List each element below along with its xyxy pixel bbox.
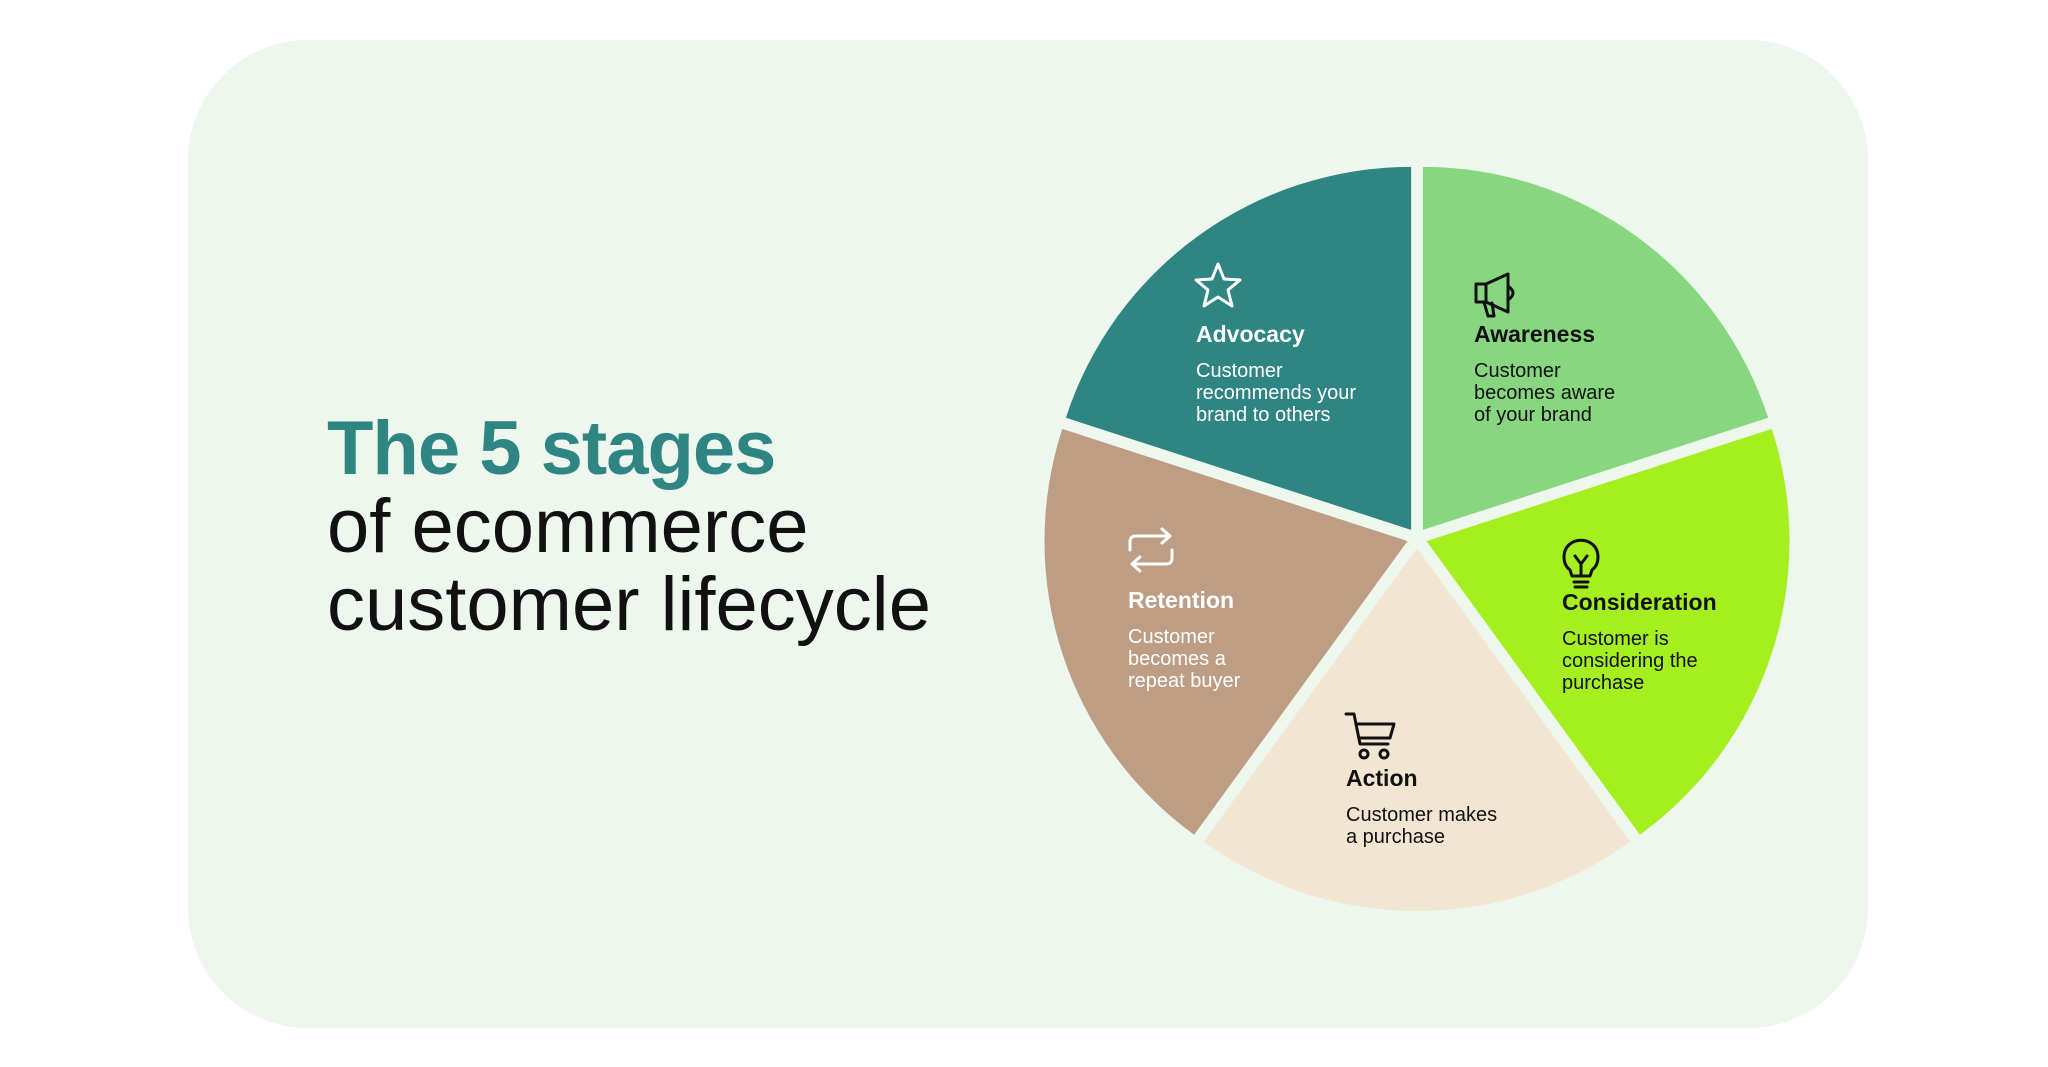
stage-desc-line: a purchase (1346, 826, 1445, 848)
title-line-2: of ecommerce (327, 484, 809, 569)
stage-label: Awareness (1474, 321, 1595, 347)
shopping-cart-icon (1344, 712, 1396, 760)
stage-awareness: Awareness Customer becomes aware of your… (1474, 272, 1615, 426)
stage-desc-line: brand to others (1196, 404, 1331, 426)
stage-desc-line: purchase (1562, 672, 1644, 694)
title-line-3: customer lifecycle (327, 562, 931, 647)
stage-desc-line: Customer (1474, 360, 1561, 382)
stage-desc-line: Customer (1128, 626, 1215, 648)
segment-awareness (1422, 166, 1769, 530)
stage-advocacy: Advocacy Customer recommends your brand … (1194, 262, 1356, 426)
stage-desc-line: becomes a (1128, 648, 1227, 670)
stage-label: Action (1346, 765, 1418, 791)
wheel-segments (1044, 166, 1790, 911)
stage-label: Retention (1128, 587, 1234, 613)
stage-label: Consideration (1562, 589, 1717, 615)
title-highlight: The 5 stages (327, 406, 776, 491)
stage-label: Advocacy (1196, 321, 1305, 347)
stage-desc-line: Customer is (1562, 628, 1669, 650)
stage-desc-line: repeat buyer (1128, 670, 1241, 692)
stage-desc-line: Customer makes (1346, 804, 1497, 826)
stage-desc-line: Customer (1196, 360, 1283, 382)
stage-desc-line: considering the (1562, 650, 1698, 672)
stage-desc-line: of your brand (1474, 404, 1592, 426)
stage-desc-line: recommends your (1196, 382, 1356, 404)
stage-consideration: Consideration Customer is considering th… (1562, 538, 1717, 694)
repeat-icon (1128, 527, 1174, 573)
lightbulb-icon (1562, 538, 1600, 589)
star-icon (1194, 262, 1242, 308)
megaphone-icon (1474, 272, 1515, 318)
page-title: The 5 stages of ecommerce customer lifec… (327, 410, 931, 644)
segment-consideration (1426, 428, 1790, 835)
segment-retention (1044, 428, 1408, 835)
segment-action (1203, 548, 1631, 911)
segment-advocacy (1065, 166, 1412, 530)
stage-desc-line: becomes aware (1474, 382, 1615, 404)
stage-retention: Retention Customer becomes a repeat buye… (1128, 527, 1241, 692)
stage-action: Action Customer makes a purchase (1344, 712, 1497, 848)
